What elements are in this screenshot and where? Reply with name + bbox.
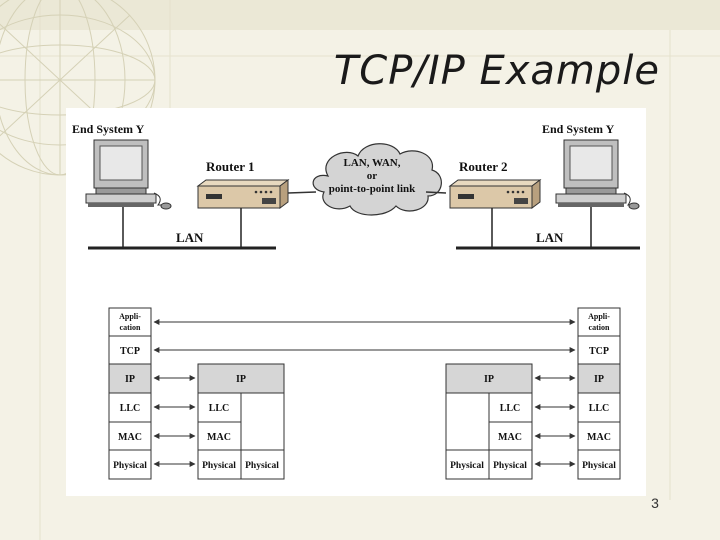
stack-end-right [577, 307, 621, 480]
link-cloud-router2 [425, 191, 447, 194]
layer-ip-left: IP [125, 374, 135, 385]
stack-router1 [197, 363, 285, 480]
router1-mac-layer: MAC [207, 432, 231, 443]
lan-right-bus [456, 207, 640, 250]
router2-llc-layer: LLC [500, 403, 521, 414]
peer-arrows [153, 319, 576, 467]
layer-llc-right: LLC [589, 403, 610, 414]
router1-physical-left: Physical [202, 461, 236, 471]
router2-ip-layer: IP [484, 374, 494, 385]
router2-physical-left: Physical [450, 461, 484, 471]
computer-left-icon [85, 139, 172, 210]
end-system-left-label: End System Y [72, 122, 145, 136]
layer-physical-right: Physical [582, 461, 616, 471]
layer-tcp-left: TCP [120, 346, 140, 357]
router2-physical-right: Physical [493, 461, 527, 471]
network-cloud-icon: LAN, WAN, or point-to-point link [312, 143, 442, 216]
slide-title: TCP/IP Example [333, 48, 660, 94]
layer-physical-left: Physical [113, 461, 147, 471]
layer-llc-left: LLC [120, 403, 141, 414]
layer-app-right-1: Appli- [588, 312, 610, 321]
lan-left-label: LAN [176, 230, 204, 245]
globe-decoration [0, 0, 156, 176]
cloud-label-line3: point-to-point link [329, 183, 416, 195]
tcpip-figure: End System Y Router 1 LAN, WAN, or point… [66, 108, 646, 496]
layer-mac-left: MAC [118, 432, 142, 443]
page-number: 3 [651, 495, 659, 511]
cloud-label-line2: or [367, 170, 378, 182]
layer-mac-right: MAC [587, 432, 611, 443]
lan-left-bus [88, 207, 276, 250]
end-system-right-label: End System Y [542, 122, 615, 136]
layer-ip-right: IP [594, 374, 604, 385]
stack-router2 [445, 363, 533, 480]
router1-ip-layer: IP [236, 374, 246, 385]
router1-physical-right: Physical [245, 461, 279, 471]
link-router1-cloud [287, 191, 317, 194]
router1-label: Router 1 [206, 159, 255, 174]
router2-icon [448, 179, 542, 209]
computer-right-icon [555, 139, 640, 210]
layer-app-right-2: cation [589, 323, 610, 332]
router1-llc-layer: LLC [209, 403, 230, 414]
router2-label: Router 2 [459, 159, 508, 174]
layer-tcp-right: TCP [589, 346, 609, 357]
layer-app-left-1: Appli- [119, 312, 141, 321]
cloud-label-line1: LAN, WAN, [344, 157, 401, 169]
layer-app-left-2: cation [120, 323, 141, 332]
lan-right-label: LAN [536, 230, 564, 245]
stack-end-left [108, 307, 152, 480]
router2-mac-layer: MAC [498, 432, 522, 443]
router1-icon [196, 179, 290, 209]
